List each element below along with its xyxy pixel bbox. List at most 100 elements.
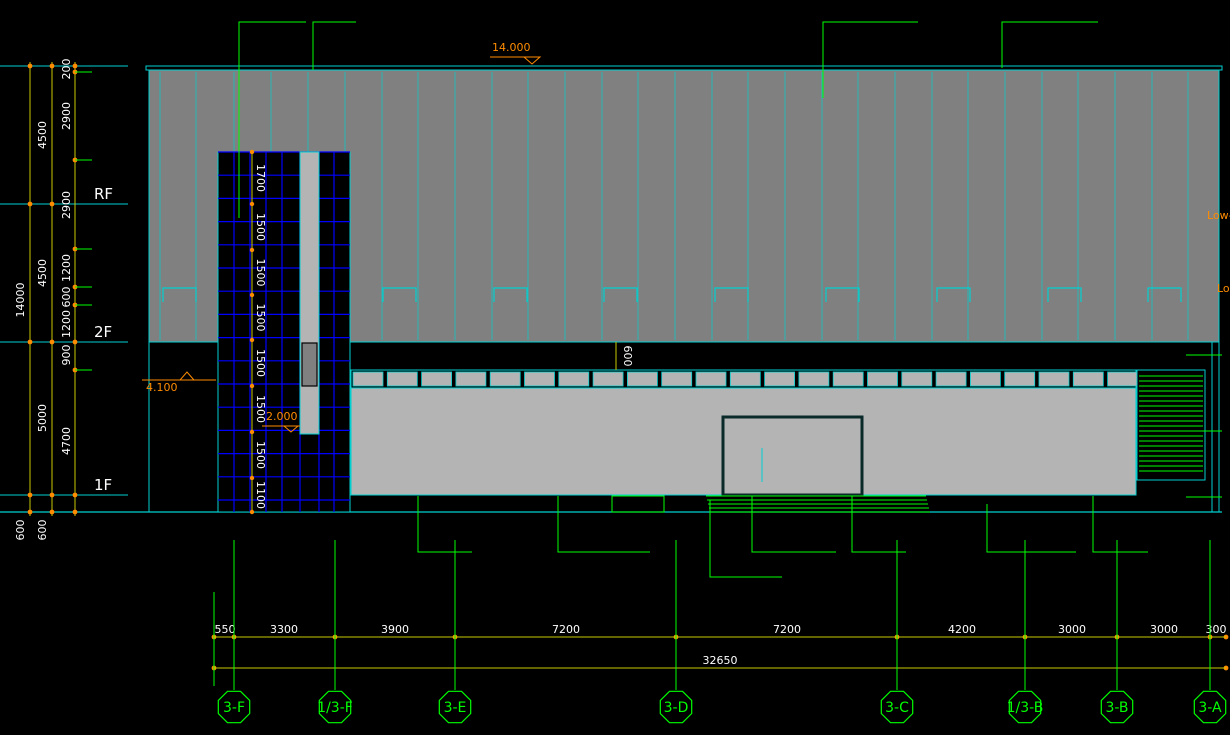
axis-bubble <box>1193 690 1227 724</box>
tower-solid-strip <box>299 151 320 435</box>
bottom-span-value: 3300 <box>270 623 298 636</box>
left-dim-tick <box>72 63 78 69</box>
clerestory-window <box>695 371 727 387</box>
clerestory-window <box>1072 371 1104 387</box>
elevation-marker-low <box>262 425 300 433</box>
glass-curtain-tower <box>217 151 351 513</box>
dim-floor-1f: 5000 <box>36 404 49 432</box>
tower-dim-value: 1700 <box>254 164 267 192</box>
elevation-top: 14.000 <box>492 41 531 54</box>
clerestory-window <box>729 371 761 387</box>
tower-dim-tick <box>249 429 255 435</box>
elevation-mid: 4.100 <box>146 381 178 394</box>
tower-dim-tick <box>249 292 255 298</box>
axis-bubble <box>880 690 914 724</box>
left-dim-tick <box>72 509 78 515</box>
tower-dim-value: 1500 <box>254 349 267 377</box>
dim-seg-5: 600 <box>60 287 73 308</box>
level-label-rf: RF <box>94 185 113 203</box>
bottom-span-value: 3900 <box>381 623 409 636</box>
axis-bubble <box>1008 690 1042 724</box>
side-ventilation-panel <box>1136 369 1206 481</box>
entrance-steps <box>706 495 930 513</box>
clerestory-window <box>1004 371 1036 387</box>
clerestory-window <box>935 371 967 387</box>
vent-marker <box>493 287 528 302</box>
axis-bubble <box>318 690 352 724</box>
axis-label: 3-E <box>444 700 467 716</box>
clerestory-window <box>798 371 830 387</box>
clerestory-window <box>352 371 384 387</box>
tower-dim-tick <box>249 247 255 253</box>
vent-marker <box>825 287 860 302</box>
clerestory-window <box>489 371 521 387</box>
axis-label: 3-B <box>1105 700 1128 716</box>
axis-bubble <box>659 690 693 724</box>
clerestory-window <box>1107 371 1138 387</box>
bottom-total: 32650 <box>703 654 738 667</box>
axis-label: 3-D <box>664 700 689 716</box>
clerestory-window <box>867 371 898 387</box>
clerestory-windows <box>352 371 1138 387</box>
clerestory-window <box>558 371 590 387</box>
tower-dim-tick <box>249 383 255 389</box>
clerestory-window <box>421 371 453 387</box>
small-opening <box>611 495 665 513</box>
tower-dim-tick <box>249 509 255 515</box>
left-dimension-ticks <box>27 63 92 515</box>
left-dim-tick <box>72 339 78 345</box>
bottom-span-value: 3000 <box>1058 623 1086 636</box>
vent-marker <box>1047 287 1082 302</box>
axis-label: 1/3-B <box>1007 700 1044 716</box>
facade-panel-seams <box>159 72 1189 340</box>
clerestory-window <box>455 371 487 387</box>
tower-dim-value: 1500 <box>254 441 267 469</box>
dim-seg-6: 1200 <box>60 310 73 338</box>
level-label-2f: 2F <box>94 323 112 341</box>
clerestory-window <box>661 371 693 387</box>
axis-label: 3-C <box>885 700 909 716</box>
dim-seg-7: 900 <box>60 345 73 366</box>
vent-marker <box>162 287 197 302</box>
tower-dim-value: 1500 <box>254 213 267 241</box>
left-dim-tick <box>49 339 55 345</box>
axis-bubble <box>1100 690 1134 724</box>
bottom-span-value: 4200 <box>948 623 976 636</box>
bottom-span-value: 7200 <box>552 623 580 636</box>
vent-marker <box>936 287 971 302</box>
elevation-marker-mid <box>142 371 216 381</box>
bottom-span-value: 300 <box>1206 623 1227 636</box>
canopy-dimension: 600 <box>621 346 634 367</box>
axis-label: 3-A <box>1198 700 1222 716</box>
vent-markers <box>162 287 1182 302</box>
clerestory-window <box>832 371 864 387</box>
bottom-span-value: 3000 <box>1150 623 1178 636</box>
left-dim-tick <box>27 492 33 498</box>
left-dim-tick <box>27 339 33 345</box>
left-dim-tick <box>27 509 33 515</box>
left-dim-tick <box>49 63 55 69</box>
dim-bottom-2: 600 <box>36 520 49 541</box>
tower-dim-value: 1100 <box>254 481 267 509</box>
roof-parapet <box>145 65 1223 71</box>
clerestory-window <box>970 371 1001 387</box>
leader-lines <box>238 21 1222 578</box>
elevation-low: 2.000 <box>266 410 298 423</box>
dim-floor-2f: 4500 <box>36 259 49 287</box>
tower-dim-tick <box>249 149 255 155</box>
level-label-1f: 1F <box>94 476 112 494</box>
clerestory-window <box>592 371 624 387</box>
tower-dim-value: 1500 <box>254 395 267 423</box>
clerestory-window <box>1038 371 1070 387</box>
note-right-1: Low- <box>1207 209 1230 222</box>
tower-dim-value: 1500 <box>254 259 267 287</box>
tower-dim-tick <box>249 201 255 207</box>
level-lines <box>0 65 128 513</box>
vent-marker <box>382 287 417 302</box>
left-dim-tick <box>27 201 33 207</box>
dim-bottom-1: 600 <box>14 520 27 541</box>
dim-floor-rf: 4500 <box>36 121 49 149</box>
